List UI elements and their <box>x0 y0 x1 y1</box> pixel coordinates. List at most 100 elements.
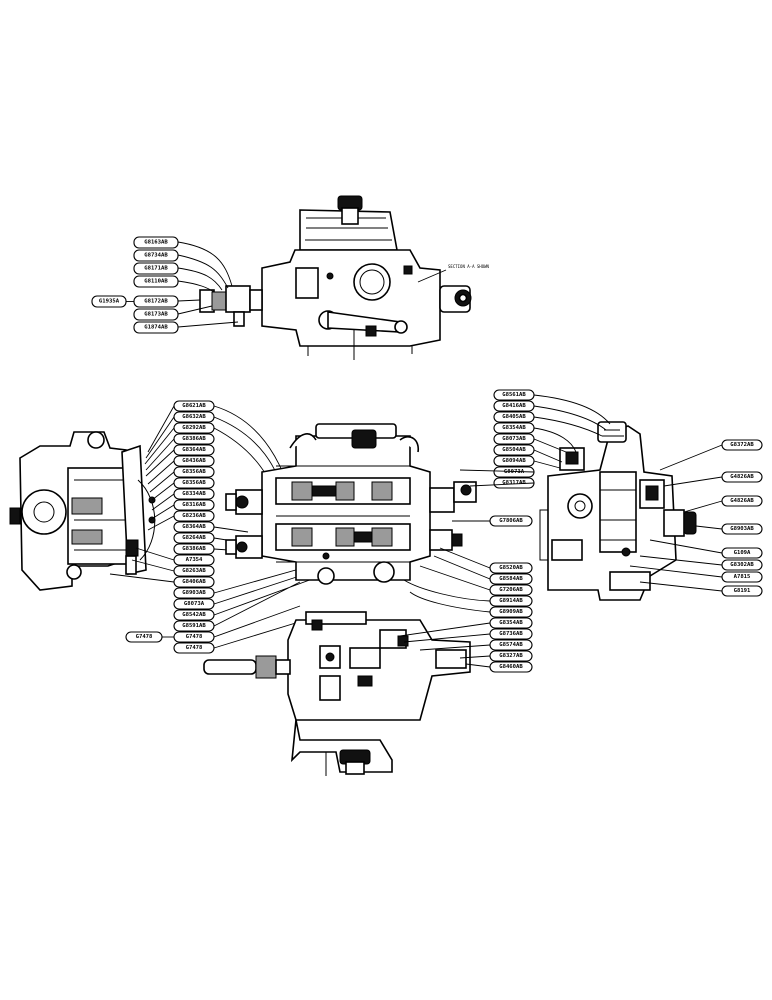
center-label-5: G8909AB <box>489 606 533 618</box>
left-label-1: G8632AB <box>173 411 215 423</box>
svg-text:G8542AB: G8542AB <box>182 612 206 618</box>
svg-text:G7478: G7478 <box>136 634 153 640</box>
svg-text:G8386AB: G8386AB <box>182 546 206 552</box>
left-label-19: G8542AB <box>173 609 215 621</box>
svg-text:G8327AB: G8327AB <box>499 653 523 659</box>
svg-text:G8171AB: G8171AB <box>144 266 168 272</box>
right-label-right-3: G8903AB <box>721 523 763 535</box>
left-label-12: G8264AB <box>173 532 215 544</box>
svg-text:G8386AB: G8386AB <box>182 436 206 442</box>
center-label-6: G8354AB <box>489 617 533 629</box>
right-label-right-7: G8191 <box>721 585 763 597</box>
svg-text:G8561AB: G8561AB <box>502 392 526 398</box>
left-label-8: G8334AB <box>173 488 215 500</box>
svg-text:G8736AB: G8736AB <box>499 631 523 637</box>
left-label-5: G8436AB <box>173 455 215 467</box>
center-label-1: G8520AB <box>489 562 533 574</box>
left-label-3: G8386AB <box>173 433 215 445</box>
svg-text:G8317AB: G8317AB <box>502 480 526 486</box>
svg-text:G8416AB: G8416AB <box>502 403 526 409</box>
center-label-8: G8574AB <box>489 639 533 651</box>
left-label-20: G8591AB <box>173 620 215 632</box>
right-label-left-1: G8416AB <box>493 400 535 412</box>
top-label-5: G8173AB <box>133 308 179 321</box>
left-label-15: G8263AB <box>173 565 215 577</box>
svg-text:G8354AB: G8354AB <box>502 425 526 431</box>
left-label-7: G8356AB <box>173 477 215 489</box>
svg-text:G8621AB: G8621AB <box>182 403 206 409</box>
top-note: SECTION A-A SHOWN <box>448 264 490 269</box>
svg-text:G7478: G7478 <box>186 634 203 640</box>
left-label-17: G8903AB <box>173 587 215 599</box>
svg-text:G8094AB: G8094AB <box>502 458 526 464</box>
left-label-16: G8406AB <box>173 576 215 588</box>
svg-text:G8406AB: G8406AB <box>182 579 206 585</box>
svg-text:G8163AB: G8163AB <box>144 240 168 246</box>
left-label-11: G8364AB <box>173 521 215 533</box>
left-label-4: G8364AB <box>173 444 215 456</box>
svg-text:G8264AB: G8264AB <box>182 535 206 541</box>
center-label-4: G8914AB <box>489 595 533 607</box>
right-label-left-2: G8405AB <box>493 411 535 423</box>
svg-text:G8914AB: G8914AB <box>499 598 523 604</box>
svg-text:G8909AB: G8909AB <box>499 609 523 615</box>
svg-text:G8436AB: G8436AB <box>182 458 206 464</box>
svg-text:G8372AB: G8372AB <box>730 442 754 448</box>
center-valve-body <box>225 423 477 585</box>
left-label-9: G8316AB <box>173 499 215 511</box>
svg-text:G8356AB: G8356AB <box>182 469 206 475</box>
svg-text:G8334AB: G8334AB <box>182 491 206 497</box>
top-valve-assembly <box>199 195 472 360</box>
center-label-2: G8584AB <box>489 573 533 585</box>
svg-text:G8302AB: G8302AB <box>730 562 754 568</box>
left-label-2: G8292AB <box>173 422 215 434</box>
svg-text:G8364AB: G8364AB <box>182 524 206 530</box>
center-label-3: G7206AB <box>489 584 533 596</box>
svg-text:G8172AB: G8172AB <box>144 299 168 305</box>
svg-text:G7478: G7478 <box>186 645 203 651</box>
svg-text:G8903AB: G8903AB <box>182 590 206 596</box>
svg-text:G8073AB: G8073AB <box>502 436 526 442</box>
top-label-6: G1874AB <box>133 321 179 334</box>
center-label-10: G8460AB <box>489 661 533 673</box>
svg-text:G8110AB: G8110AB <box>144 279 168 285</box>
bottom-valve-assembly <box>203 611 471 776</box>
svg-text:G8520AB: G8520AB <box>499 565 523 571</box>
svg-text:G8263AB: G8263AB <box>182 568 206 574</box>
svg-text:G7806AB: G7806AB <box>499 518 523 524</box>
right-valve-assembly <box>539 421 697 601</box>
svg-text:G8584AB: G8584AB <box>499 576 523 582</box>
left-side-label: G7478 <box>125 631 163 643</box>
svg-text:A7815: A7815 <box>734 574 751 580</box>
left-label-18: G8073A <box>173 598 215 610</box>
left-label-14: A7354 <box>173 554 215 566</box>
svg-text:G8364AB: G8364AB <box>182 447 206 453</box>
svg-text:G8591AB: G8591AB <box>182 623 206 629</box>
top-side-label: G1935A <box>91 295 127 308</box>
right-label-left-6: G8094AB <box>493 455 535 467</box>
left-pump-assembly <box>9 431 156 591</box>
svg-text:G8316AB: G8316AB <box>182 502 206 508</box>
svg-text:G8734AB: G8734AB <box>144 253 168 259</box>
center-label-0: G7806AB <box>489 515 533 527</box>
svg-text:G8504AB: G8504AB <box>502 447 526 453</box>
top-label-0: G8163AB <box>133 236 179 249</box>
svg-text:G8292AB: G8292AB <box>182 425 206 431</box>
center-label-9: G8327AB <box>489 650 533 662</box>
left-label-stack: G8621AB G8632AB G8292AB G8386AB G8364AB … <box>109 400 327 654</box>
svg-text:G8903AB: G8903AB <box>730 526 754 532</box>
svg-text:G4826AB: G4826AB <box>730 498 754 504</box>
right-label-left-5: G8504AB <box>493 444 535 456</box>
right-label-left-0: G8561AB <box>493 389 535 401</box>
right-label-right-6: A7815 <box>721 571 763 583</box>
right-label-right-4: G109A <box>721 547 763 559</box>
svg-text:G8173AB: G8173AB <box>144 312 168 318</box>
svg-text:G109A: G109A <box>734 550 751 556</box>
right-label-left-3: G8354AB <box>493 422 535 434</box>
top-label-2: G8171AB <box>133 262 179 275</box>
svg-text:G8191: G8191 <box>734 588 751 594</box>
svg-text:G8073A: G8073A <box>504 469 525 475</box>
right-label-right-0: G8372AB <box>721 439 763 451</box>
left-callout-0: G7478 <box>173 631 215 643</box>
